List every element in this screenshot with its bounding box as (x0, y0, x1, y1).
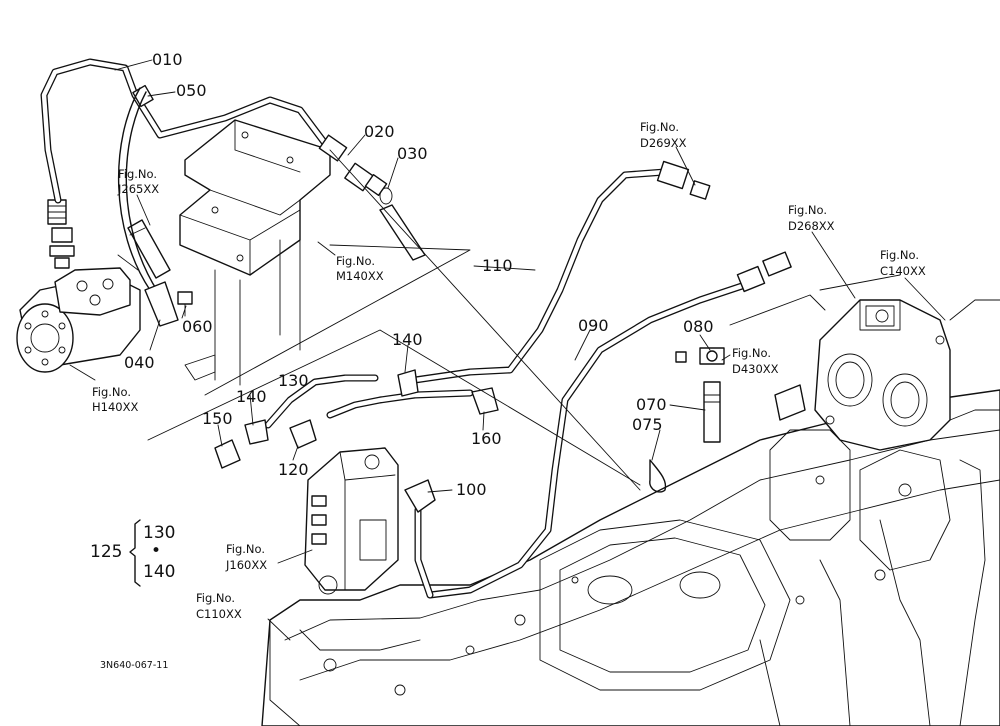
fig-ref-d269-code: D269XX (640, 136, 687, 150)
fig-ref-c110-code: C110XX (196, 607, 242, 621)
part-040-label: 040 (124, 353, 155, 372)
part-030-label: 030 (397, 144, 428, 163)
part-010-label: 010 (152, 50, 183, 69)
fig-ref-d269: Fig.No. D269XX (640, 120, 687, 150)
set-separator: • (151, 541, 161, 561)
fig-ref-d430-title: Fig.No. (732, 346, 771, 360)
fig-ref-c110-title: Fig.No. (196, 591, 235, 605)
fig-ref-m140-title: Fig.No. (336, 254, 375, 268)
group-outlines (147, 149, 901, 491)
set-item-top: 130 (143, 523, 175, 543)
part-labels: 010 050 020 030 060 040 110 090 080 070 … (124, 50, 714, 499)
bracket (127, 119, 331, 386)
fig-ref-j265: Fig.No. J265XX (117, 167, 159, 196)
fig-ref-j160: Fig.No. J160XX (225, 542, 267, 572)
fig-ref-h140-code: H140XX (92, 400, 138, 414)
fig-ref-j160-code: J160XX (225, 558, 267, 572)
part-050-label: 050 (176, 81, 207, 100)
fig-ref-d430-code: D430XX (732, 362, 779, 376)
fig-ref-d268-code: D268XX (788, 219, 835, 233)
fig-ref-j265-title: Fig.No. (118, 167, 157, 181)
part-070-label: 070 (636, 395, 667, 414)
fig-ref-j160-title: Fig.No. (226, 542, 265, 556)
set-bracket (129, 519, 141, 587)
part-140a-label: 140 (392, 330, 423, 349)
part-120-label: 120 (278, 460, 309, 479)
part-080-label: 080 (683, 317, 714, 336)
steering-unit (16, 199, 141, 373)
part-160-label: 160 (471, 429, 502, 448)
part-090-label: 090 (578, 316, 609, 335)
part-130-label: 130 (278, 371, 309, 390)
fig-ref-c140-code: C140XX (880, 264, 926, 278)
part-075-label: 075 (632, 415, 663, 434)
fittings (144, 134, 806, 513)
fig-ref-j265-code: J265XX (117, 182, 159, 196)
part-140b-label: 140 (236, 387, 267, 406)
transmission-housing (261, 389, 1000, 726)
front-housing (814, 299, 1000, 451)
part-060-label: 060 (182, 317, 213, 336)
fig-ref-m140-code: M140XX (336, 269, 384, 283)
fig-ref-d268: Fig.No. D268XX (788, 203, 835, 233)
control-valve (304, 447, 399, 595)
set-callout: 125 130 • 140 (90, 519, 175, 587)
part-100-label: 100 (456, 480, 487, 499)
pipes (40, 58, 749, 599)
fig-ref-c140-title: Fig.No. (880, 248, 919, 262)
set-number: 125 (90, 542, 122, 562)
fig-ref-d430: Fig.No. D430XX (732, 346, 779, 376)
fig-ref-m140: Fig.No. M140XX (336, 254, 384, 283)
set-item-bottom: 140 (143, 562, 175, 582)
fig-ref-c110: Fig.No. C110XX (196, 591, 242, 621)
part-020-label: 020 (364, 122, 395, 141)
part-150-label: 150 (202, 409, 233, 428)
fig-ref-d268-title: Fig.No. (788, 203, 827, 217)
fig-ref-d269-title: Fig.No. (640, 120, 679, 134)
fig-ref-c140: Fig.No. C140XX (880, 248, 926, 278)
fig-ref-h140: Fig.No. H140XX (92, 385, 138, 414)
fig-ref-h140-title: Fig.No. (92, 385, 131, 399)
leader-lines (69, 59, 946, 641)
part-110-label: 110 (482, 256, 513, 275)
figure-references: Fig.No. J265XX Fig.No. M140XX Fig.No. H1… (92, 120, 926, 621)
drawing-code: 3N640-067-11 (100, 660, 168, 671)
